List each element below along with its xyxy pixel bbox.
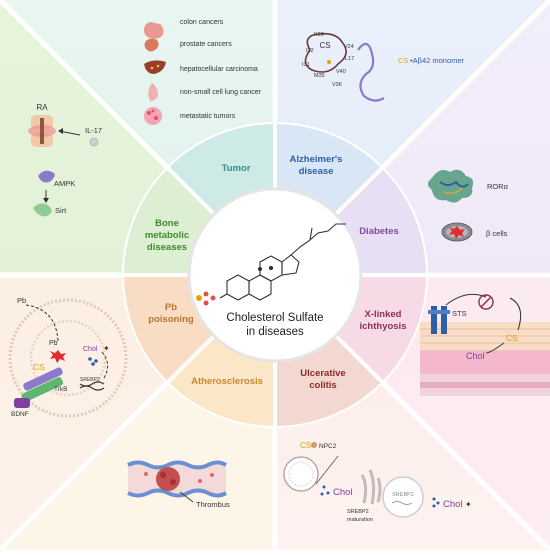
dna-icon: [79, 385, 105, 391]
golgi-icon: [360, 469, 382, 505]
sulfate-group-icon: [196, 291, 216, 306]
residue-k28: K28: [314, 32, 324, 38]
trkb-label: TrkB: [54, 386, 67, 393]
npc2-label: NPC2: [319, 443, 337, 450]
bdnf-label: BDNF: [11, 411, 29, 418]
nucleus-srebp2-label: SREBP2: [392, 492, 414, 498]
maturation-line1: SREBP2: [347, 509, 369, 515]
ror-protein-icon: [428, 169, 474, 203]
label-colitis-line2: colitis: [309, 380, 336, 391]
label-ichthyosis-line1: X-linked: [365, 309, 402, 320]
nucleus-icon: [382, 476, 424, 518]
label-alzheimers-line2: disease: [299, 166, 334, 177]
diabetes-panel: RORα β cells: [428, 169, 509, 242]
sts-label: STS: [452, 309, 467, 318]
ampk-icon: [38, 170, 55, 183]
segment-labels: Tumor Alzheimer's disease Diabetes X-lin…: [145, 154, 407, 391]
center-circle: [187, 187, 363, 363]
cell-membrane-icon: [8, 298, 128, 418]
tumor-item-4: non-small cell lung cancer: [180, 89, 262, 96]
ror-label: RORα: [487, 182, 509, 191]
svg-text:✦: ✦: [103, 344, 110, 353]
pb-srebp2-label: SREBP2: [80, 377, 100, 383]
prostate-icon: [144, 38, 159, 52]
label-alzheimers-line1: Alzheimer's: [290, 154, 343, 165]
pb-panel: Pb Pb Chol ✦ CS TrkB SREBP2 BDNF: [8, 296, 128, 418]
pb-chol-label: Chol: [83, 346, 98, 353]
pb-inside-label: Pb: [49, 340, 58, 347]
ichthyosis-chol-label: Chol: [466, 351, 485, 361]
ra-label: RA: [36, 103, 48, 112]
pb-burst-icon: [50, 350, 66, 363]
beta-cell-icon: [441, 222, 473, 242]
label-bone-line1: Bone: [155, 218, 179, 229]
alz-monomer-cs: CS: [398, 56, 408, 65]
peptide-tail-icon: [357, 42, 385, 102]
residue-i31: I31: [302, 62, 310, 68]
residue-v40: V40: [336, 69, 346, 75]
label-colitis-line1: Ulcerative: [300, 368, 345, 379]
label-pb-line2: poisoning: [148, 314, 194, 325]
pb-cs-label: CS: [33, 362, 45, 372]
maturation-line2: maturation: [347, 517, 373, 523]
beta-cells-label: β cells: [486, 229, 508, 238]
label-bone-line3: diseases: [147, 242, 187, 253]
label-tumor: Tumor: [222, 163, 251, 174]
cholesterol-sulfate-molecule: [219, 223, 346, 301]
label-bone-line2: metabolic: [145, 230, 189, 241]
residue-v36: V36: [332, 82, 342, 88]
alzheimers-panel: CS K28 I32 I31 M35 V24 L17 V40 V36 CS •A…: [302, 32, 465, 102]
residue-i32: I32: [306, 48, 314, 54]
liver-icon: [144, 60, 166, 74]
sirt-label: Sirt: [55, 206, 67, 215]
joint-icon: [28, 115, 56, 147]
label-diabetes: Diabetes: [359, 226, 399, 237]
disease-ring: [122, 122, 428, 428]
inhibition-icon: [478, 294, 494, 310]
il17-molecule-icon: [89, 137, 99, 147]
il17-label: IL-17: [85, 126, 102, 135]
alz-cs-label: CS: [319, 41, 330, 50]
skin-layers-icon: [420, 322, 550, 396]
atherosclerosis-panel: Thrombus: [127, 460, 230, 509]
tumor-item-3: hepatocellular carcinoma: [180, 66, 258, 73]
ichthyosis-cs-label: CS: [506, 333, 518, 343]
svg-text:✦: ✦: [465, 500, 472, 509]
tumor-panel: colon cancers prostate cancers hepatocel…: [144, 19, 262, 125]
alz-monomer-label: •Aβ42 monomer: [410, 56, 465, 65]
center-title-line2: in diseases: [246, 326, 304, 338]
tumor-item-2: prostate cancers: [180, 41, 232, 48]
colitis-chol2-label: Chol: [443, 499, 463, 510]
bone-panel: RA IL-17 AMPK Sirt: [28, 103, 102, 217]
pb-outside-label: Pb: [17, 296, 26, 305]
thrombus-label: Thrombus: [196, 500, 230, 509]
ichthyosis-panel: STS CS Chol: [420, 293, 550, 396]
residue-v24: V24: [344, 44, 354, 50]
metastatic-tumor-icon: [144, 107, 162, 125]
colitis-cs-label: CS: [300, 441, 311, 450]
thrombus-icon: [156, 467, 180, 491]
tumor-item-5: metastatic tumors: [180, 113, 236, 120]
label-pb-line1: Pb: [165, 302, 177, 313]
trkb-receptor-icon: [21, 367, 64, 402]
npc2-icon: [311, 442, 317, 448]
tumor-item-1: colon cancers: [180, 19, 224, 26]
residue-m35: M35: [314, 73, 325, 79]
residue-l17: L17: [345, 56, 354, 62]
lung-icon: [148, 83, 158, 101]
label-atherosclerosis: Atherosclerosis: [191, 376, 263, 387]
sts-enzyme-icon: [428, 306, 450, 334]
sirt-icon: [33, 203, 52, 217]
colitis-chol-label: Chol: [333, 487, 353, 498]
ampk-label: AMPK: [54, 179, 75, 188]
colitis-panel: CS NPC2 Chol SREBP2 SREBP2 maturation Ch…: [283, 441, 472, 523]
peptide-loop-icon: [304, 32, 347, 73]
center-title-line1: Cholesterol Sulfate: [226, 312, 323, 324]
label-ichthyosis-line2: ichthyosis: [360, 321, 407, 332]
colon-icon: [144, 22, 164, 39]
bdnf-icon: [14, 398, 30, 408]
